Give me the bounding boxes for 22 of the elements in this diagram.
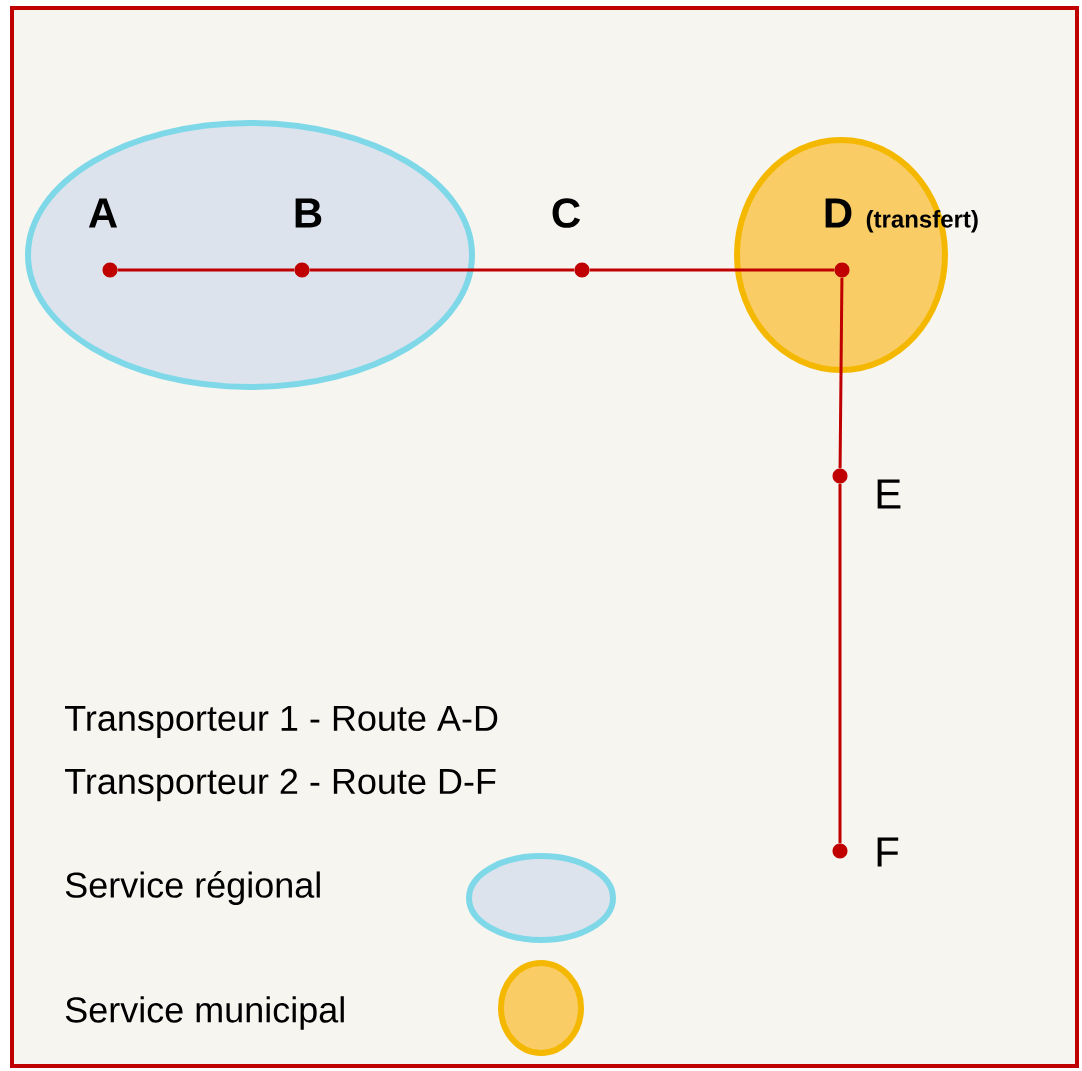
stop-letter: F bbox=[877, 837, 899, 867]
route-line bbox=[309, 268, 575, 272]
route-line bbox=[838, 483, 842, 844]
route-line bbox=[117, 268, 295, 272]
stop-letter: E bbox=[877, 479, 901, 509]
stop-dot bbox=[832, 468, 848, 484]
stop-dot bbox=[832, 843, 848, 859]
stop-letter: C bbox=[552, 198, 581, 228]
stop-dot bbox=[102, 262, 118, 278]
route-note: Transporteur 1 - Route A-D bbox=[65, 705, 498, 739]
route-line bbox=[589, 268, 835, 272]
route-note: Transporteur 2 - Route D-F bbox=[65, 768, 496, 802]
stop-letter: D bbox=[825, 198, 852, 228]
stop-letter: A bbox=[88, 198, 118, 228]
legend-text: Service régional bbox=[65, 871, 320, 905]
legend-text: Service municipal bbox=[65, 996, 344, 1030]
stop-dot bbox=[574, 262, 590, 278]
stop-dot bbox=[834, 262, 850, 278]
service-area bbox=[25, 120, 475, 390]
stop-letter: B bbox=[295, 198, 322, 228]
stop-dot bbox=[294, 262, 310, 278]
route-line bbox=[838, 277, 844, 469]
